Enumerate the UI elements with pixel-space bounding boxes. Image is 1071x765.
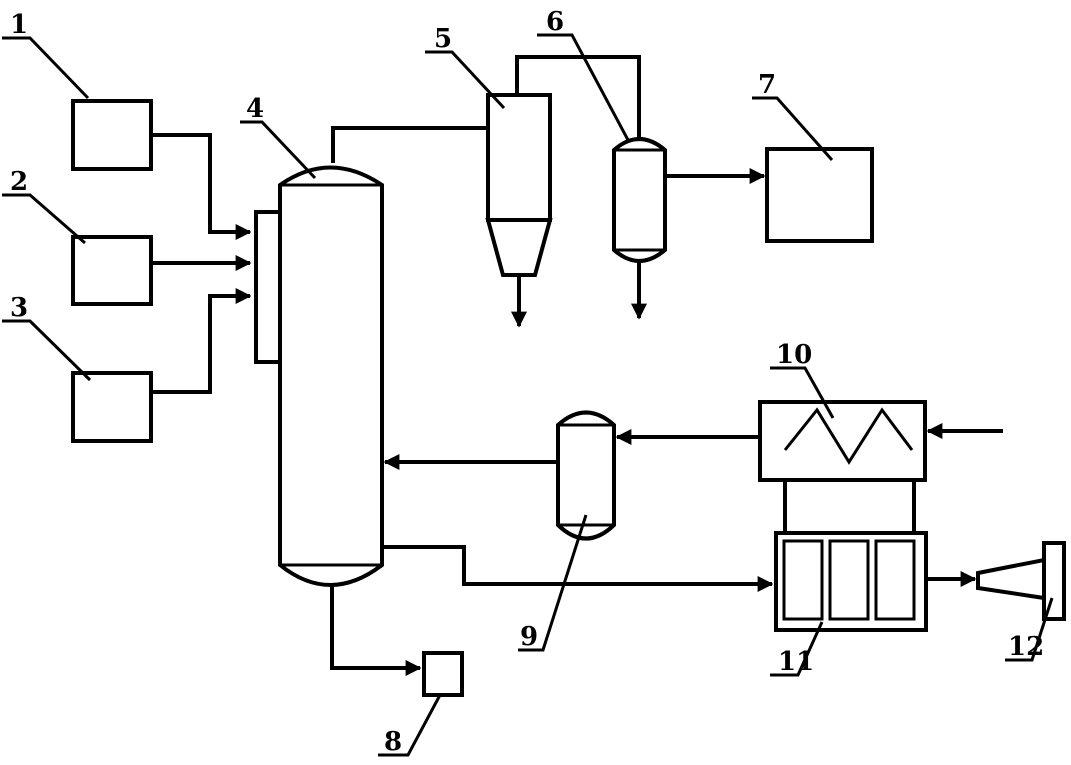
label-11: 11 [778,647,814,677]
reactor-column-4 [278,165,384,587]
leader-2 [2,193,86,245]
feed-tank-1 [71,99,153,171]
product-tank-7 [765,147,874,243]
nozzle-12-plate [1042,541,1066,621]
leader-10 [770,366,835,419]
leader-11 [770,621,824,677]
feed-line-3 [151,288,252,394]
leader-1 [2,36,90,100]
leader-3 [2,319,92,382]
leader-7 [752,96,834,161]
label-9: 9 [520,622,538,652]
label-3: 3 [10,293,28,323]
cyclone-5-body [486,93,552,222]
feed-tank-3 [71,371,153,443]
label-10: 10 [776,340,812,370]
leader-12 [1005,597,1054,662]
separator-6 [612,137,667,263]
device-11-cell-1 [782,539,824,621]
heater-10-coil [783,407,914,465]
label-8: 8 [384,727,402,757]
leader-5 [425,50,506,110]
feed-line-1 [151,133,252,240]
line-cyclone-to-separator [515,55,641,140]
line-reactor-to-tank-8 [330,585,422,676]
device-11-cell-3 [874,539,916,621]
heater-10 [758,400,927,482]
residue-tank-8 [422,651,464,697]
leader-6 [537,33,630,141]
label-1: 1 [10,10,28,40]
label-12: 12 [1008,632,1044,662]
label-6: 6 [546,7,564,37]
leader-8 [378,694,442,757]
device-11 [774,531,928,632]
device-11-cell-2 [828,539,870,621]
nozzle-12 [976,557,1046,601]
feed-tank-2 [71,235,153,306]
reactor-inlet-manifold [254,210,282,364]
line-reactor-to-device-11 [382,545,774,592]
cyclone-5-cone [485,218,553,277]
label-2: 2 [10,167,28,197]
leader-4 [240,120,317,180]
label-4: 4 [246,94,264,124]
leader-9 [518,514,588,652]
label-5: 5 [434,24,452,54]
line-reactor-to-cyclone [331,126,488,163]
label-7: 7 [758,70,776,100]
